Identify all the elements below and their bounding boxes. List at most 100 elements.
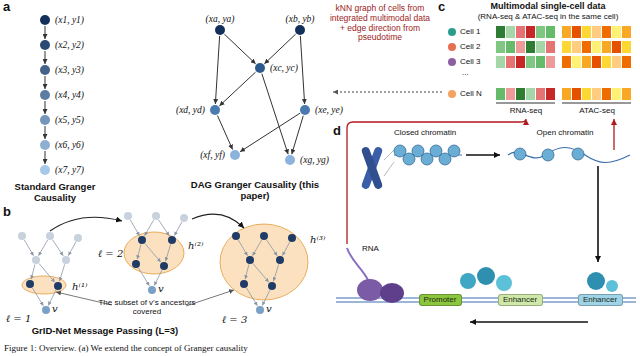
- nucleosome: [514, 148, 526, 160]
- graph-node: (xc, yc): [255, 63, 265, 73]
- protein-complex: [496, 275, 512, 291]
- dag-node: [268, 282, 276, 290]
- graph-edge: [45, 101, 46, 114]
- data-cell: [562, 41, 571, 53]
- data-cell: [536, 26, 545, 38]
- stage-label: Open chromatin: [520, 128, 610, 137]
- data-cell: [562, 88, 571, 100]
- cell-dot: [448, 58, 456, 66]
- graph-edge: [219, 72, 255, 106]
- cell-label: Cell N: [460, 89, 482, 98]
- dag-node: [288, 234, 296, 242]
- graph-node: (x1, y1): [40, 15, 50, 25]
- dna-strand: [508, 148, 630, 163]
- dag-edge: [24, 240, 33, 256]
- node-label: (x2, y2): [54, 40, 85, 50]
- dag-edge: [130, 220, 139, 236]
- dag-edge: [253, 240, 262, 256]
- data-cell: [592, 88, 601, 100]
- dag-node: [256, 306, 264, 314]
- data-cell: [546, 41, 555, 53]
- graph-node: (x4, y4): [40, 90, 50, 100]
- dag-node: [18, 232, 26, 240]
- node-label: (x1, y1): [54, 15, 85, 25]
- node-label: (xg, yg): [299, 155, 330, 165]
- figure-caption: Figure 1: Overview. (a) We extend the co…: [4, 343, 248, 353]
- dag-edge: [253, 263, 269, 282]
- embedding-label: h⁽³⁾: [310, 234, 325, 246]
- graph-node: (xf, yf): [230, 150, 240, 160]
- graph-edge: [217, 115, 232, 149]
- dag-node: [138, 236, 146, 244]
- data-cell: [622, 41, 631, 53]
- dag-node: [54, 282, 62, 290]
- node-label: (xb, yb): [285, 14, 316, 24]
- dag-edge: [145, 220, 154, 236]
- graph-node: (x5, y5): [40, 115, 50, 125]
- chromatid: [361, 146, 384, 190]
- node-label: (x7, y7): [54, 165, 85, 175]
- data-cell: [582, 56, 591, 68]
- enhancer-box: Enhancer: [498, 294, 543, 307]
- graph-edge: [45, 51, 46, 64]
- dag-edge: [266, 240, 277, 256]
- data-cell: [592, 26, 601, 38]
- dag-edge: [158, 220, 169, 236]
- dag-node: [260, 232, 268, 240]
- data-cell: [506, 56, 515, 68]
- panel-caption: DAG Granger Causality (this paper): [180, 180, 330, 202]
- measurement-arrow: [613, 119, 614, 150]
- cell-grid: [448, 26, 631, 100]
- data-cell: [516, 56, 525, 68]
- embedding-label: h⁽²⁾: [188, 240, 203, 252]
- node-label: v: [158, 283, 164, 295]
- graph-edge: [264, 34, 295, 64]
- enhancer-box: Enhancer: [578, 294, 623, 307]
- data-cell: [582, 26, 591, 38]
- step-arrow: [50, 217, 122, 231]
- node-label: (xa, ya): [205, 14, 236, 24]
- graph-node: (xb, yb): [295, 25, 305, 35]
- dag-edge: [68, 242, 75, 256]
- graph-edge: [45, 26, 46, 39]
- dag-edge: [137, 244, 141, 259]
- dag-illustration: [220, 224, 308, 314]
- cell-dot: [448, 28, 456, 36]
- dag-edge: [246, 288, 257, 306]
- data-cell: [612, 26, 621, 38]
- dag-node: [246, 256, 254, 264]
- dag-edge: [273, 264, 278, 281]
- panel-letter: d: [333, 124, 341, 139]
- zoom-line: [384, 150, 394, 176]
- graph-edge: [292, 116, 304, 155]
- data-cell: [536, 41, 545, 53]
- graph-edge: [300, 36, 304, 104]
- data-cell: [572, 56, 581, 68]
- dag-edge: [32, 288, 43, 306]
- bracket-line: [496, 103, 631, 104]
- data-cell: [536, 88, 545, 100]
- data-cell: [496, 88, 505, 100]
- data-cell: [536, 56, 545, 68]
- graph-edge: [215, 36, 219, 104]
- graph-node: (x7, y7): [40, 165, 50, 175]
- rna-polymerase: [357, 279, 383, 301]
- node-label: v: [266, 303, 272, 315]
- protein-complex: [460, 273, 476, 289]
- dag-node: [132, 260, 140, 268]
- molecule-label: RNA: [362, 244, 379, 253]
- graph-edge: [262, 74, 288, 155]
- node-label: (xe, ye): [314, 105, 344, 115]
- data-cell: [612, 41, 621, 53]
- axis-label: ATAC-seq: [562, 106, 632, 115]
- data-cell: [562, 56, 571, 68]
- data-cell: [592, 41, 601, 53]
- panel-subtitle: (RNA-seq & ATAC-seq in the same cell): [458, 12, 638, 21]
- embedding-label: h⁽¹⁾: [72, 281, 87, 293]
- rna-polymerase: [380, 283, 404, 303]
- graph-node: (x2, y2): [40, 40, 50, 50]
- dag-edge: [238, 240, 247, 256]
- data-cell: [516, 41, 525, 53]
